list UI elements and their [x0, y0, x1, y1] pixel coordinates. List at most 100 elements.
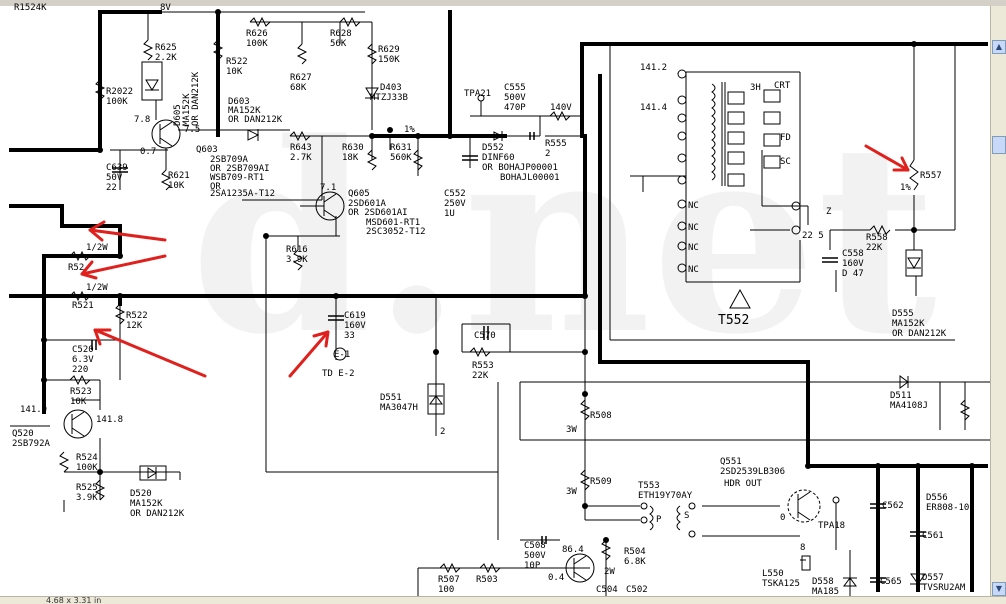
- transformer-T553: [640, 502, 696, 538]
- label-C619: C619: [344, 311, 366, 321]
- vertical-scrollbar[interactable]: ▲ ▼: [990, 6, 1006, 596]
- resistor-R52x: [69, 250, 91, 262]
- schematic-sheet: d.net: [9, 3, 990, 596]
- label-C565: C565: [880, 577, 902, 587]
- label-R504-value: 6.8K: [624, 557, 646, 567]
- label-R522: R522: [126, 311, 148, 321]
- label-Q605-b: OR 2SD601AI: [348, 208, 408, 218]
- label-C570: C570: [474, 331, 496, 341]
- label-C639-value: 50V: [106, 173, 123, 183]
- label-E1: E-1: [334, 350, 350, 360]
- label-Q605: Q605: [348, 189, 370, 199]
- red-annotation-arrows: [80, 144, 910, 378]
- label-C558-cap: D 47: [842, 269, 864, 279]
- label-R525-value: 3.9K: [76, 493, 98, 503]
- label-R509: R509: [590, 477, 612, 487]
- label-T553-value: ETH19Y70AY: [638, 491, 693, 501]
- resistor-R509: [579, 469, 591, 491]
- scroll-thumb[interactable]: [992, 136, 1006, 154]
- label-D558: D558: [812, 577, 834, 587]
- label-D511-value: MA4108J: [890, 401, 928, 411]
- label-D520-alt: OR DAN212K: [130, 509, 185, 519]
- label-R503: R503: [476, 575, 498, 585]
- label-R524: R524: [76, 453, 98, 463]
- label-v75: 7.5: [184, 125, 200, 135]
- label-v04: 0.4: [548, 573, 564, 583]
- label-R629: R629: [378, 45, 400, 55]
- label-Q603-c: WSB709-RT1: [210, 173, 264, 183]
- label-D552-alt-b: BOHAJL00001: [500, 173, 560, 183]
- resistor-R522t: [212, 39, 224, 61]
- label-v864: 86.4: [562, 545, 584, 555]
- resistor-R525: [94, 479, 106, 501]
- label-R630: R630: [342, 143, 364, 153]
- label-D556: D556: [926, 493, 948, 503]
- resistor-R631: [412, 149, 424, 171]
- label-D557: D557: [922, 573, 944, 583]
- label-D555-value: MA152K: [892, 319, 925, 329]
- label-C508: C508: [524, 541, 546, 551]
- resistor-R629: [366, 43, 378, 65]
- test-points: [333, 94, 840, 504]
- scroll-down-button[interactable]: ▼: [992, 582, 1006, 596]
- label-D403: D403: [380, 83, 402, 93]
- label-R629-value: 150K: [378, 55, 400, 65]
- resistor-R625: [142, 39, 154, 61]
- label-L550: L550: [762, 569, 784, 579]
- label-8v: 8V: [160, 3, 171, 13]
- label-CRT: CRT: [774, 81, 791, 91]
- label-q551-0: 0: [780, 513, 785, 523]
- label-R522-top-value: 10K: [226, 67, 243, 77]
- resistor-R627: [296, 43, 308, 65]
- label-nc-1: NC: [688, 201, 699, 211]
- scroll-up-button[interactable]: ▲: [992, 40, 1006, 54]
- resistor-R523: [69, 374, 91, 386]
- label-half-watt-a: 1/2W: [86, 243, 108, 253]
- label-R621-value: 10K: [168, 181, 185, 191]
- label-R643-value: 2.7K: [290, 153, 312, 163]
- label-R625: R625: [155, 43, 177, 53]
- label-v225: 22 5: [802, 231, 824, 241]
- label-top-left: R1524K: [14, 3, 47, 13]
- label-T553: T553: [638, 481, 660, 491]
- label-S: S: [684, 511, 689, 521]
- label-TPA21: TPA21: [464, 89, 491, 99]
- label-R2022-value: 100K: [106, 97, 128, 107]
- label-R628-value: 56K: [330, 39, 347, 49]
- label-3w-b: 3W: [566, 487, 577, 497]
- label-D555: D555: [892, 309, 914, 319]
- label-Q605-a: 2SD601A: [348, 199, 387, 209]
- page-size-label: 4.68 x 3.31 in: [46, 596, 102, 604]
- label-C552-value: 250V: [444, 199, 466, 209]
- label-2w: 2W: [604, 567, 615, 577]
- label-140v: 140V: [550, 103, 572, 113]
- resistors: [58, 16, 971, 574]
- label-R555-value: 2: [545, 149, 550, 159]
- label-R521: R521: [72, 301, 94, 311]
- label-3H: 3H: [750, 83, 761, 93]
- label-D605: D605: [173, 104, 183, 126]
- label-R523: R523: [70, 387, 92, 397]
- label-R507: R507: [438, 575, 460, 585]
- resistor-R628: [339, 16, 361, 28]
- status-bar: 4.68 x 3.31 in: [0, 596, 1006, 604]
- label-C555-value: 500V: [504, 93, 526, 103]
- label-R643: R643: [290, 143, 312, 153]
- label-C520-value: 6.3V: [72, 355, 94, 365]
- label-C619-value: 160V: [344, 321, 366, 331]
- label-R631-value: 560K: [390, 153, 412, 163]
- label-nc-2: NC: [688, 223, 699, 233]
- label-SC: SC: [780, 157, 791, 167]
- label-R553-value: 22K: [472, 371, 489, 381]
- label-R626-value: 100K: [246, 39, 268, 49]
- junction-dots: [41, 9, 975, 543]
- label-C619-cap: 33: [344, 331, 355, 341]
- label-C520-cap: 220: [72, 365, 88, 375]
- label-Q603-e: 2SA1235A-T12: [210, 189, 275, 199]
- label-Q520-value: 2SB792A: [12, 439, 51, 449]
- resistor-R643: [289, 130, 311, 142]
- label-v78: 7.8: [134, 115, 150, 125]
- label-v1419: 141.9: [20, 405, 47, 415]
- label-R558-value: 22K: [866, 243, 883, 253]
- label-C508-cap: 10P: [524, 561, 541, 571]
